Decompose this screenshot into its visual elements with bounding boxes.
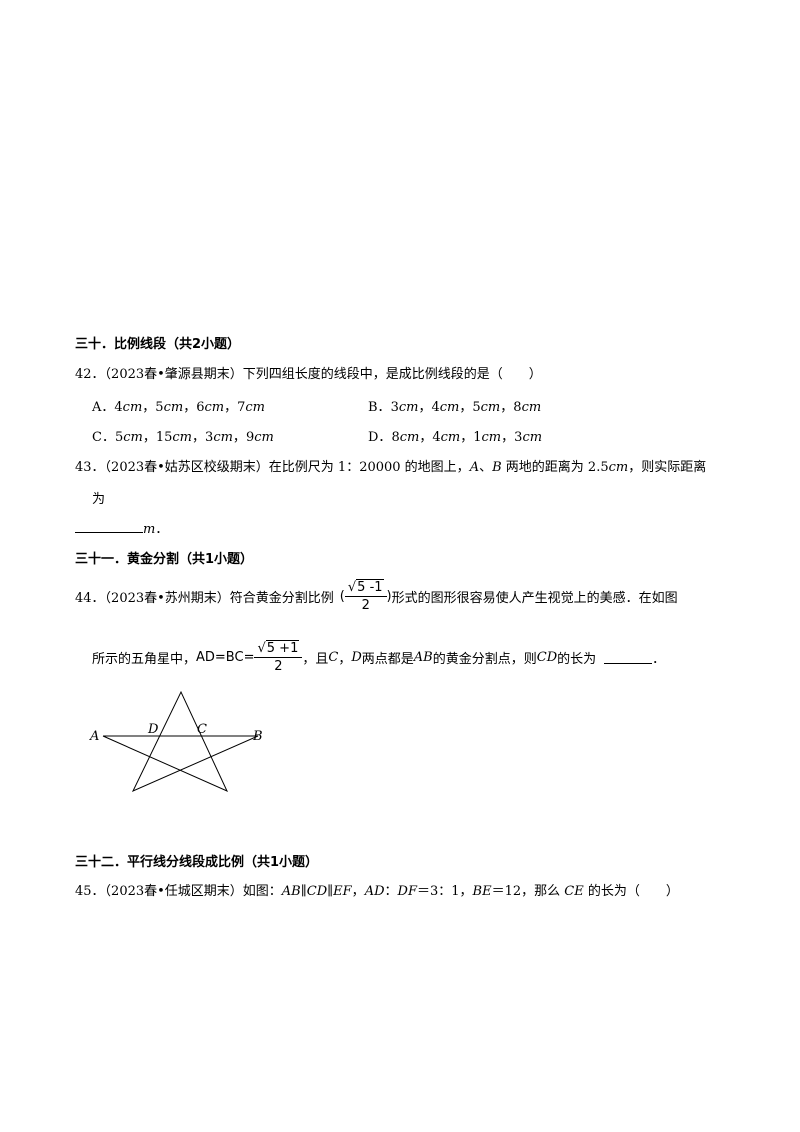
- question-43-stem: 43．（2023春•姑苏区校级期末）在比例尺为 1：20000 的地图上，A、B…: [75, 460, 707, 475]
- question-42-option-c: C．5cm，15cm，3cm，9cm: [92, 430, 274, 445]
- section-title-parallel-lines: 三十二．平行线分线段成比例（共1小题）: [75, 855, 319, 870]
- label-c: C: [197, 722, 207, 737]
- answer-blank[interactable]: [75, 520, 143, 533]
- section-title-proportional-segments: 三十．比例线段（共2小题）: [75, 337, 241, 352]
- sqrt-icon: √: [257, 640, 266, 656]
- pentagram-lines: [102, 690, 259, 793]
- question-43-answer: m．: [75, 518, 168, 537]
- question-45-stem: 45．（2023春•任城区期末）如图：AB∥CD∥EF，AD：DF＝3：1，BE…: [75, 884, 679, 899]
- sqrt-icon: √: [347, 579, 357, 595]
- question-43-line2: 为: [92, 492, 106, 507]
- pentagram-figure: A D C B: [89, 690, 263, 793]
- ad-bc-fraction: √5 +1 2: [254, 639, 303, 674]
- question-44-line1: 44．（2023春•苏州期末）符合黄金分割比例 ( √5 -1 2 ) 形式的图…: [75, 578, 678, 613]
- question-42-option-b: B．3cm，4cm，5cm，8cm: [368, 400, 542, 415]
- question-42-option-a: A．4cm，5cm，6cm，7cm: [92, 400, 265, 415]
- question-44-line2: 所示的五角星中， AD=BC= √5 +1 2 ，且 C，D 两点都是 AB 的…: [92, 639, 666, 674]
- label-a: A: [89, 729, 99, 744]
- golden-ratio-fraction: √5 -1 2: [344, 578, 387, 613]
- label-b: B: [252, 729, 263, 744]
- question-42-option-d: D．8cm，4cm，1cm，3cm: [368, 430, 543, 445]
- question-42-stem: 42．（2023春•肇源县期末）下列四组长度的线段中，是成比例线段的是（ ）: [75, 367, 542, 382]
- answer-blank[interactable]: [604, 651, 653, 664]
- section-title-golden-ratio: 三十一．黄金分割（共1小题）: [75, 552, 254, 567]
- label-d: D: [147, 722, 159, 737]
